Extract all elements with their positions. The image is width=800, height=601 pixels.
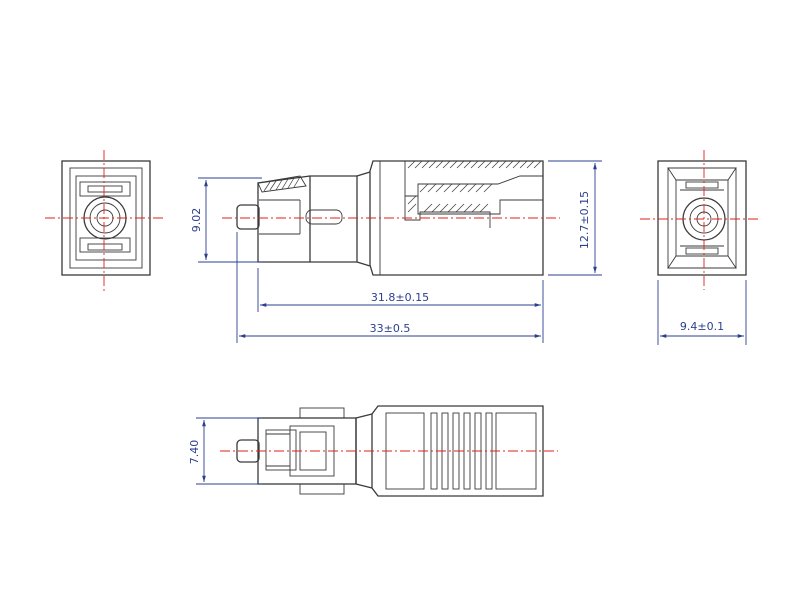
- total-length-label: 33±0.5: [370, 322, 411, 335]
- left-end-view: [45, 150, 165, 293]
- bottom-height-label: 7.40: [188, 440, 201, 465]
- bottom-view-dimensions: 7.40: [188, 417, 262, 485]
- body-height-label: 12.7±0.15: [578, 191, 591, 249]
- end-width-label: 9.4±0.1: [680, 320, 724, 333]
- right-view-dimensions: 9.4±0.1: [657, 280, 747, 345]
- right-end-view: [640, 150, 760, 290]
- plug-hatch: [263, 176, 301, 192]
- side-view-dimensions: 9.02 12.7±0.15 31.8±0.15 33±0.5: [190, 160, 602, 343]
- internal-hatch: [407, 160, 542, 213]
- bottom-view: [220, 405, 558, 497]
- body-length-label: 31.8±0.15: [371, 291, 429, 304]
- side-view: [222, 160, 560, 276]
- plug-height-label: 9.02: [190, 208, 203, 233]
